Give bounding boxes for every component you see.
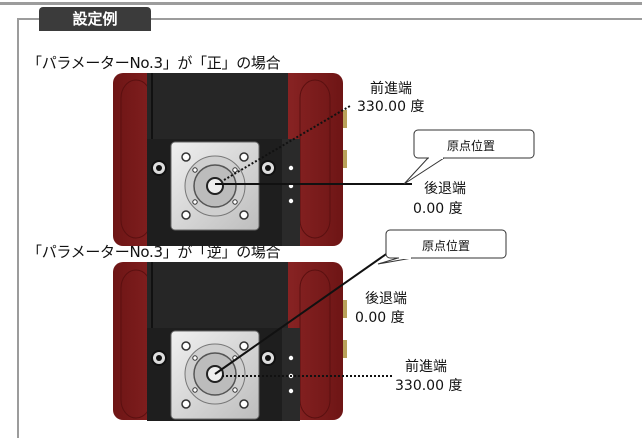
backward-end-value-1: 0.00 度: [413, 201, 463, 217]
section-tab: 設定例: [39, 7, 151, 31]
backward-end-value-2: 0.00 度: [355, 310, 405, 326]
origin-callout-text-2: 原点位置: [422, 239, 471, 253]
origin-callout-text-1: 原点位置: [447, 139, 496, 153]
forward-end-label-1: 前進端: [370, 81, 412, 97]
example-2-caption: 「パラメーターNo.3」が「逆」の場合: [27, 243, 281, 261]
origin-callout-2: [377, 229, 507, 265]
actuator-1-top-block: [147, 73, 288, 139]
example-frame: [17, 18, 642, 438]
actuator-1: [113, 73, 347, 246]
actuator-2-top-block: [147, 262, 288, 328]
backward-end-label-1: 後退端: [424, 181, 466, 197]
actuator-2: [113, 262, 347, 421]
actuator-diagrams: [113, 73, 535, 421]
example-1-caption: 「パラメーターNo.3」が「正」の場合: [27, 54, 281, 72]
forward-end-line-1: [223, 105, 351, 181]
backward-end-line-2: [214, 249, 393, 375]
forward-end-label-2: 前進端: [405, 359, 447, 375]
top-rule: [0, 2, 642, 5]
backward-end-label-2: 後退端: [365, 291, 407, 307]
forward-end-value-2: 330.00 度: [395, 378, 463, 394]
origin-callout-1: [403, 129, 535, 185]
forward-end-value-1: 330.00 度: [357, 99, 425, 115]
